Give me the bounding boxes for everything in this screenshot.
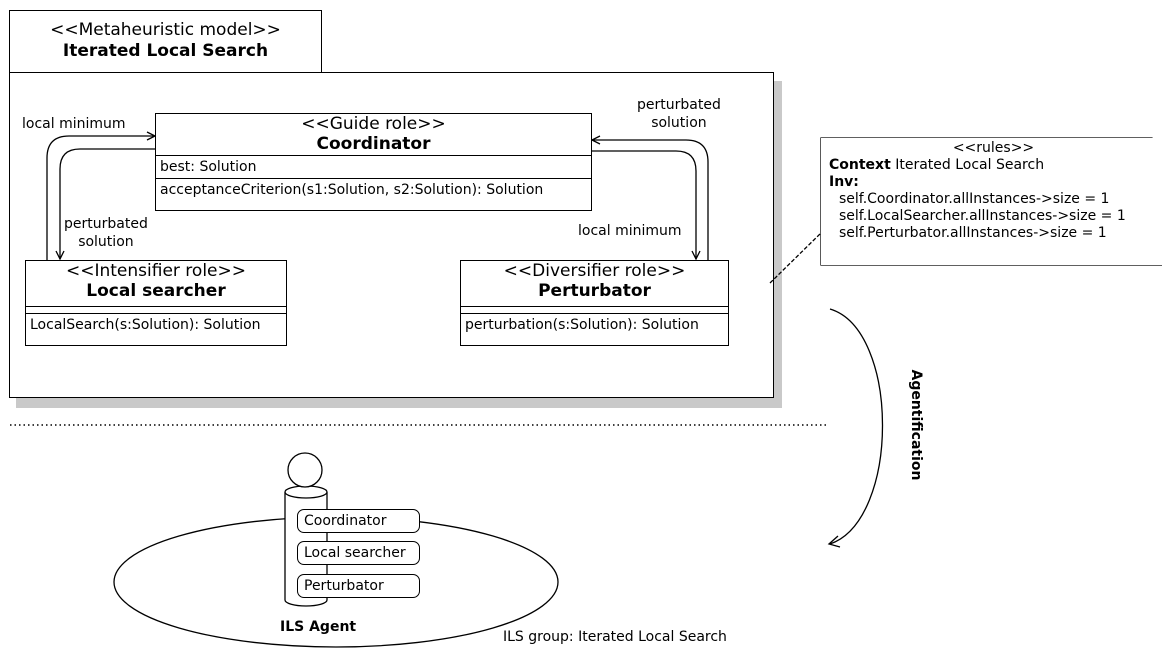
class-perturbator: <<Diversifier role>> Perturbator perturb… bbox=[460, 260, 729, 346]
edge-label-local-minimum-right: local minimum bbox=[578, 223, 682, 239]
class-coordinator: <<Guide role>> Coordinator best: Solutio… bbox=[155, 113, 592, 211]
group-label: ILS group: Iterated Local Search bbox=[503, 629, 727, 645]
note-rule-line: self.Coordinator.allInstances->size = 1 bbox=[839, 191, 1110, 207]
agentification-arc bbox=[829, 308, 884, 545]
class-stereotype: <<Diversifier role>> bbox=[503, 261, 686, 281]
package-name: Iterated Local Search bbox=[62, 41, 269, 61]
edge-label-local-minimum-left: local minimum bbox=[22, 116, 126, 132]
note-inv: Inv: bbox=[829, 174, 859, 190]
note-link bbox=[769, 230, 824, 284]
agentification-label: Agentification bbox=[908, 369, 924, 481]
class-name: Coordinator bbox=[316, 134, 431, 154]
edge-label-line: perturbated bbox=[64, 216, 148, 232]
note-context: Context Iterated Local Search bbox=[829, 157, 1158, 174]
class-attribute: best: Solution bbox=[156, 156, 591, 179]
class-local-searcher-header: <<Intensifier role>> Local searcher bbox=[26, 261, 286, 307]
note-rule-line: self.LocalSearcher.allInstances->size = … bbox=[839, 208, 1126, 224]
edge-label-perturbated-left: perturbated solution bbox=[64, 215, 148, 251]
edge-label-line: perturbated bbox=[637, 97, 721, 113]
arrow-local-minimum-left bbox=[46, 136, 155, 261]
package-stereotype: <<Metaheuristic model>> bbox=[50, 20, 281, 40]
edge-label-perturbated-right: perturbated solution bbox=[637, 96, 721, 132]
class-stereotype: <<Intensifier role>> bbox=[65, 261, 246, 281]
arrow-local-minimum-right bbox=[592, 150, 696, 259]
class-operation: acceptanceCriterion(s1:Solution, s2:Solu… bbox=[160, 182, 544, 198]
note-title: <<rules>> bbox=[952, 140, 1035, 156]
arrow-perturbated-left bbox=[60, 148, 155, 259]
class-perturbator-header: <<Diversifier role>> Perturbator bbox=[461, 261, 728, 307]
note-context-keyword: Context bbox=[829, 157, 891, 173]
class-stereotype: <<Guide role>> bbox=[301, 114, 446, 134]
class-coordinator-header: <<Guide role>> Coordinator bbox=[156, 114, 591, 156]
agent-head bbox=[287, 452, 323, 488]
agent-role-perturbator: Perturbator bbox=[297, 574, 420, 598]
edge-label-line: solution bbox=[651, 115, 707, 131]
rules-note: <<rules>> Context Iterated Local Search … bbox=[821, 138, 1162, 265]
class-attribute-compartment bbox=[26, 307, 286, 314]
note-context-value: Iterated Local Search bbox=[890, 157, 1045, 173]
class-attribute-compartment bbox=[461, 307, 728, 314]
class-operation: perturbation(s:Solution): Solution bbox=[465, 317, 699, 333]
class-operation: LocalSearch(s:Solution): Solution bbox=[30, 317, 261, 333]
class-name: Perturbator bbox=[538, 281, 651, 301]
class-name: Local searcher bbox=[86, 281, 226, 301]
arrow-perturbated-right bbox=[592, 140, 709, 261]
note-rule-line: self.Perturbator.allInstances->size = 1 bbox=[839, 225, 1107, 241]
edge-label-line: solution bbox=[78, 234, 134, 250]
agent-name: ILS Agent bbox=[280, 619, 357, 635]
agent-role-coordinator: Coordinator bbox=[297, 509, 420, 533]
package-tab: <<Metaheuristic model>> Iterated Local S… bbox=[9, 10, 322, 73]
class-local-searcher: <<Intensifier role>> Local searcher Loca… bbox=[25, 260, 287, 346]
agent-role-local-searcher: Local searcher bbox=[297, 541, 420, 565]
